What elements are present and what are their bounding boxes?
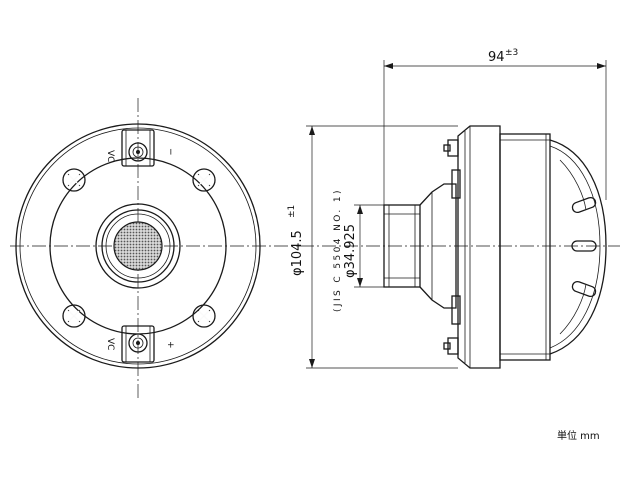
vent-slot-bottom: [571, 280, 597, 298]
diameter-value: φ104.5: [290, 230, 305, 276]
thread-section: [383, 204, 421, 288]
screw-top-right: [192, 168, 216, 192]
vent-slot-top: [571, 196, 597, 214]
outer-flange: [15, 123, 261, 369]
diameter-tolerance: ±1: [287, 205, 297, 218]
screw-bottom-left: [62, 304, 86, 328]
top-vc-label: VC: [105, 150, 115, 162]
throat-ring: [101, 209, 175, 283]
bottom-vc-label: VC: [105, 338, 115, 350]
phase-plug-mesh: [113, 221, 163, 271]
main-body: [499, 133, 551, 361]
vent-slot-middle: [571, 240, 597, 252]
depth-value: 94: [488, 50, 505, 65]
bottom-polarity-label: +: [165, 341, 175, 349]
screw-top-left: [62, 168, 86, 192]
side-view: [300, 125, 620, 369]
front-view: VC − VC +: [10, 98, 300, 398]
dimension-diameter: φ104.5 ±1: [287, 125, 458, 369]
neck: [419, 183, 457, 309]
dimension-thread: φ34.925 (JIS C 5504 NO. 1): [333, 188, 384, 312]
unit-note: 単位 mm: [557, 431, 600, 442]
outer-flange-edge: [19, 127, 257, 365]
thread-value: φ34.925: [343, 224, 358, 278]
top-terminal-block: [121, 129, 155, 167]
throat-outer: [95, 203, 181, 289]
bottom-terminal-block: [121, 325, 155, 363]
screw-bottom-right: [192, 304, 216, 328]
depth-tolerance: ±3: [505, 48, 518, 58]
dimension-depth: 94 ±3: [383, 48, 607, 205]
thread-standard: (JIS C 5504 NO. 1): [333, 188, 343, 312]
throat-inner: [105, 213, 171, 279]
rear-cap: [549, 139, 607, 355]
top-polarity-label: −: [165, 148, 175, 156]
flange-plate: [457, 125, 501, 369]
